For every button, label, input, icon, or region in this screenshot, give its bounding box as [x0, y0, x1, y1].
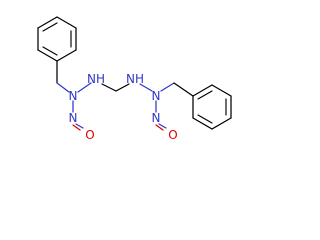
molecular-structure-diagram: N NH NH N N N O O — [37, 16, 232, 142]
right-hydrazine-nitrogen-label: N — [152, 89, 161, 103]
left-ring-bond-1 — [37, 16, 58, 29]
right-ring-bond-5 — [192, 117, 213, 130]
left-ring-bond-2 — [56, 16, 77, 29]
left-amine-label: NH — [87, 72, 105, 86]
right-nh-to-n-bond — [139, 83, 153, 92]
right-oxygen-label: O — [168, 128, 177, 142]
ch2-to-right-nh-bond — [115, 83, 130, 92]
left-ring-bond-4 — [56, 49, 77, 62]
left-oxygen-label: O — [85, 128, 94, 142]
left-n-to-nh-bond — [77, 82, 92, 93]
right-n-to-methylene-bond — [160, 82, 175, 92]
right-ring-bond-1 — [192, 84, 213, 97]
right-amine-label: NH — [126, 72, 144, 86]
right-nitroso-bond-b — [155, 124, 164, 131]
right-ring-inner-double-3 — [197, 114, 213, 124]
left-phenyl-ring — [37, 16, 77, 62]
right-ring-bond-2 — [211, 84, 232, 97]
right-phenyl-ring — [192, 84, 232, 130]
right-nitroso-nitrogen-label: N — [152, 111, 161, 125]
left-nitroso-bond-b — [72, 124, 81, 131]
molecule-canvas: N NH NH N N N O O — [37, 16, 232, 142]
main-chain-bonds — [56, 60, 194, 131]
left-nitroso-bond-a — [75, 123, 84, 129]
right-ring-inner-double-1 — [197, 90, 213, 100]
right-methylene-to-ring-bond — [173, 82, 194, 97]
right-ring-bond-4 — [211, 117, 232, 130]
left-ring-inner-double-3 — [42, 46, 58, 56]
left-ring-bond-5 — [37, 49, 58, 62]
left-nh-to-ch2-bond — [101, 83, 117, 92]
atom-labels: N NH NH N N N O O — [69, 72, 178, 142]
left-methylene-to-n-bond — [56, 82, 70, 93]
right-nitroso-bond-a — [158, 123, 167, 129]
left-nitroso-nitrogen-label: N — [69, 111, 78, 125]
left-hydrazine-nitrogen-label: N — [69, 89, 78, 103]
left-ring-inner-double-1 — [42, 22, 58, 32]
